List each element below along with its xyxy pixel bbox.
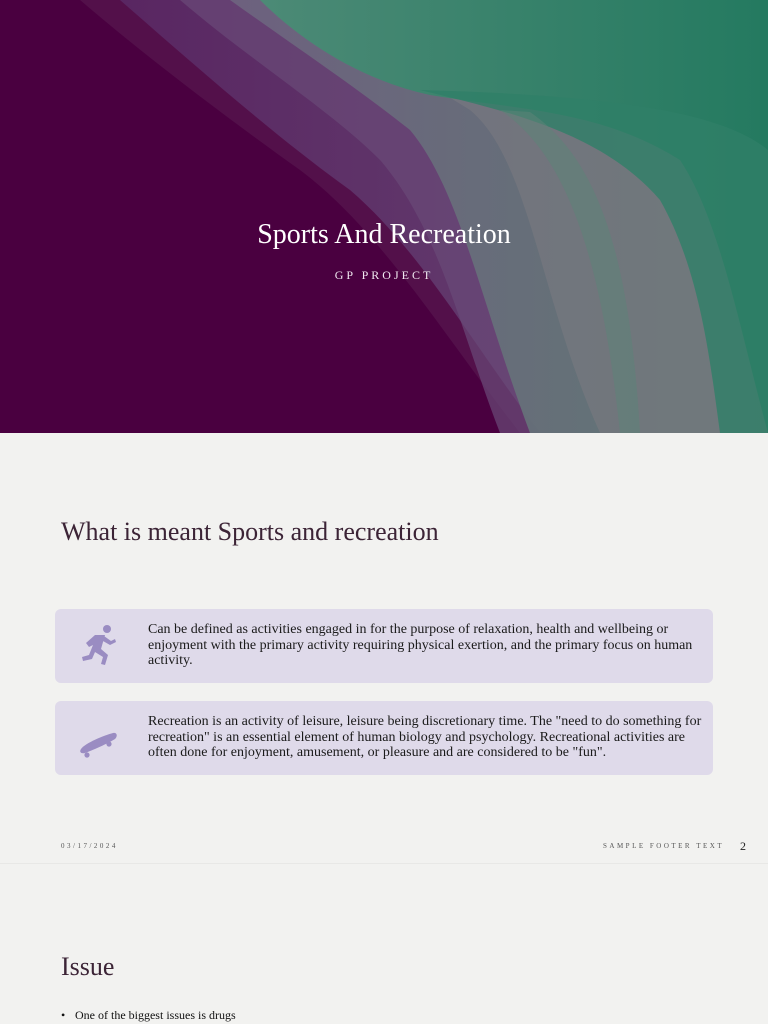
- definition-card: Can be defined as activities engaged in …: [55, 609, 713, 683]
- slide-heading: What is meant Sports and recreation: [61, 517, 439, 546]
- card-text: Can be defined as activities engaged in …: [148, 622, 693, 668]
- wave-background: [0, 0, 768, 433]
- list-item: One of the biggest issues is drugs: [61, 1008, 236, 1023]
- runner-icon: [77, 623, 119, 669]
- footer-date: 03/17/2024: [61, 842, 118, 850]
- title-slide[interactable]: Sports And Recreation GP PROJECT: [0, 0, 768, 433]
- slide-title: Sports And Recreation: [257, 219, 511, 250]
- skateboard-icon: [77, 715, 119, 761]
- definition-card: Recreation is an activity of leisure, le…: [55, 701, 713, 775]
- slide-subtitle: GP PROJECT: [334, 268, 434, 282]
- definition-slide[interactable]: What is meant Sports and recreation Can …: [0, 433, 768, 863]
- issue-slide[interactable]: Issue One of the biggest issues is drugs: [0, 863, 768, 1024]
- page-number: 2: [740, 839, 746, 853]
- card-text: Recreation is an activity of leisure, le…: [148, 714, 702, 760]
- footer-text: SAMPLE FOOTER TEXT: [603, 842, 725, 850]
- slide-heading: Issue: [61, 952, 115, 981]
- bullet-list: One of the biggest issues is drugs: [61, 1008, 236, 1023]
